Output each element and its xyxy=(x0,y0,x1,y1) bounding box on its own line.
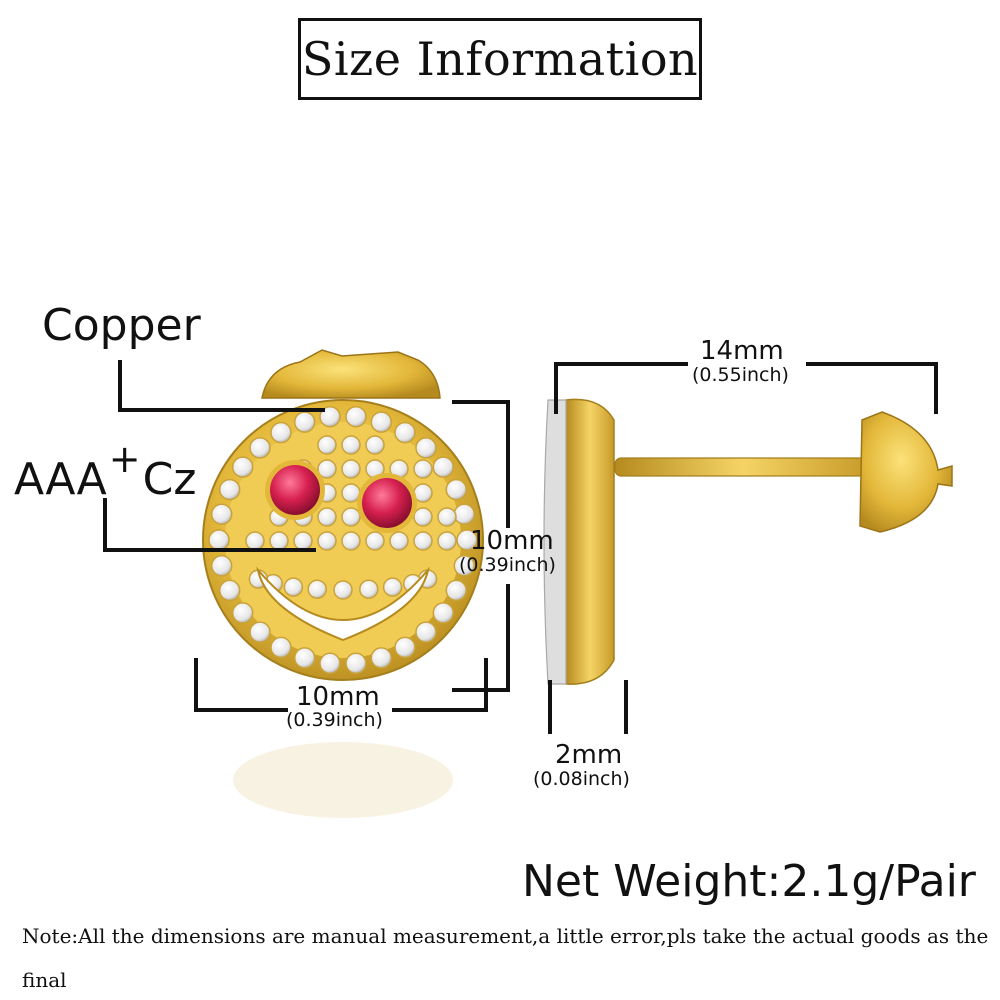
thickness-inch: (0.08inch) xyxy=(533,768,630,790)
crystal-stone xyxy=(370,647,393,669)
height-mm: 10mm xyxy=(470,526,554,556)
crystal-stone xyxy=(345,652,367,675)
crystal-stone xyxy=(453,503,476,525)
dimension-lines xyxy=(103,360,938,734)
crystal-stone xyxy=(341,531,361,551)
earring-front-view xyxy=(202,399,484,681)
crystal-stone xyxy=(208,529,230,551)
crystal-stone xyxy=(210,555,233,577)
crystal-stone xyxy=(341,459,361,479)
width-bracket-right xyxy=(392,658,488,712)
page-title: Size Information xyxy=(298,18,702,100)
crystal-stone xyxy=(413,531,433,551)
ruby-eye-right xyxy=(362,478,412,528)
stem-length-inch: (0.55inch) xyxy=(692,364,789,386)
width-mm: 10mm xyxy=(296,682,380,712)
crystal-stone xyxy=(218,478,241,501)
crystal-stone xyxy=(317,531,337,551)
copper-leader-line xyxy=(118,360,325,412)
crystal-stone xyxy=(437,531,457,551)
crystal-stone xyxy=(249,437,271,459)
crystal-stone xyxy=(341,435,361,455)
crystal-stone xyxy=(270,421,292,444)
stem-length-bracket-right xyxy=(806,362,938,414)
crystal-stone xyxy=(453,555,476,577)
crystal-stone xyxy=(218,579,241,602)
crystal-stone xyxy=(413,459,433,479)
crystal-stone xyxy=(283,577,304,597)
crystal-stone xyxy=(245,531,265,551)
crystal-stone xyxy=(359,579,379,599)
height-inch: (0.39inch) xyxy=(459,554,556,576)
crystal-stone xyxy=(437,507,457,527)
crystal-stone xyxy=(445,579,468,602)
crystal-stone xyxy=(307,579,327,599)
crystal-stone xyxy=(317,507,337,527)
crystal-stone xyxy=(293,411,316,433)
stone-label: AAA+Cz xyxy=(14,440,196,502)
crystal-stone xyxy=(394,636,416,659)
crystal-stone xyxy=(413,507,433,527)
earring-back-clutch xyxy=(261,349,441,399)
earring-side-view xyxy=(543,398,953,685)
stone-plus-sign: + xyxy=(108,437,141,481)
width-inch: (0.39inch) xyxy=(286,709,383,731)
stem-length-mm: 14mm xyxy=(700,336,784,366)
stem-length-bracket-left xyxy=(554,362,688,414)
crystal-stone xyxy=(445,478,468,501)
stone-grade: AAA xyxy=(14,454,107,505)
crystal-stone xyxy=(456,529,478,551)
net-weight: Net Weight:2.1g/Pair xyxy=(522,856,976,907)
crystal-stone xyxy=(293,531,313,551)
crystal-stone xyxy=(317,435,337,455)
material-label: Copper xyxy=(42,300,201,351)
crystal-stone xyxy=(249,621,271,643)
crystal-stone xyxy=(432,456,455,478)
crystal-stone xyxy=(432,602,455,624)
crystal-stone xyxy=(210,503,233,525)
crystal-stone xyxy=(415,621,437,643)
crystal-stone xyxy=(333,580,353,600)
ruby-eye-left xyxy=(270,465,320,515)
crystal-stone xyxy=(370,411,393,433)
crystal-stone xyxy=(415,437,437,459)
stone-type: Cz xyxy=(142,454,197,505)
crystal-stone xyxy=(394,421,416,444)
crystal-stone xyxy=(293,647,316,669)
crystal-stone xyxy=(341,507,361,527)
width-bracket-left xyxy=(194,658,288,712)
measurement-note: Note:All the dimensions are manual measu… xyxy=(22,924,989,992)
crystal-stone xyxy=(269,531,289,551)
crystal-stone xyxy=(382,577,403,597)
earring-clutch-side xyxy=(859,411,953,533)
height-bracket-top xyxy=(452,400,510,528)
crystal-stone xyxy=(317,459,337,479)
crystal-stone xyxy=(270,636,292,659)
crystal-stone xyxy=(365,531,385,551)
crystal-stone xyxy=(231,456,254,478)
crystal-stone xyxy=(319,652,341,675)
thickness-mm: 2mm xyxy=(555,740,623,770)
height-bracket-bottom xyxy=(452,584,510,692)
crystal-stone xyxy=(345,405,367,428)
earring-post xyxy=(614,457,871,477)
crystal-stone xyxy=(365,435,385,455)
cz-leader-line xyxy=(103,498,316,552)
crystal-stone xyxy=(231,602,254,624)
crystal-stone xyxy=(389,531,409,551)
